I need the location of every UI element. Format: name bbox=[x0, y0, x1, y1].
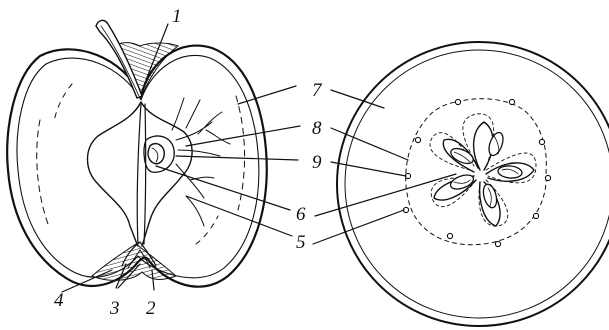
callout-2: 2 bbox=[146, 298, 156, 319]
cross-section bbox=[337, 42, 609, 326]
seed-left bbox=[148, 144, 164, 164]
callout-3: 3 bbox=[109, 298, 120, 319]
callout-9: 9 bbox=[312, 152, 322, 173]
core-boundary bbox=[406, 99, 547, 245]
callout-1: 1 bbox=[172, 6, 182, 27]
callout-8: 8 bbox=[312, 118, 322, 139]
callout-5: 5 bbox=[296, 232, 306, 253]
vascular-bundle-dots bbox=[403, 99, 550, 246]
callout-4: 4 bbox=[54, 290, 64, 311]
vascular-bundles bbox=[172, 98, 230, 226]
callout-6: 6 bbox=[296, 204, 306, 225]
skin-inner-line-right bbox=[345, 50, 609, 318]
callout-7: 7 bbox=[312, 80, 323, 101]
longitudinal-section bbox=[7, 20, 267, 286]
calyx-cavity bbox=[92, 244, 176, 280]
